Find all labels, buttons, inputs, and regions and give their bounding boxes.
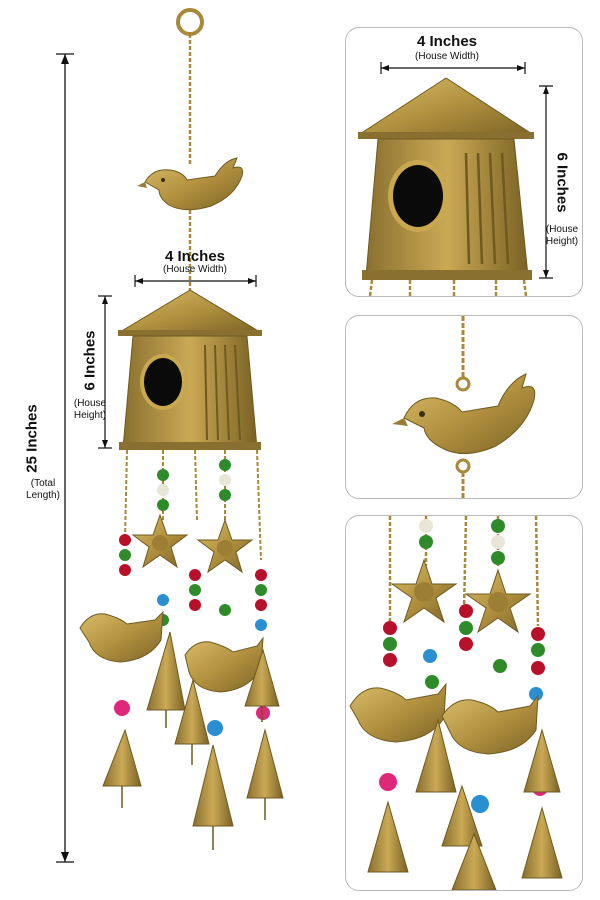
bells-detail-panel	[345, 515, 583, 891]
total-length-value: 25 Inches	[23, 404, 41, 473]
detail-height-sub: (House	[545, 224, 579, 235]
bird-detail-image	[392, 316, 536, 498]
detail-height-value: 6 Inches	[553, 152, 571, 213]
detail-width-arrow	[379, 62, 527, 74]
main-height-arrow	[98, 294, 112, 450]
detail-width-value: 4 Inches	[416, 33, 478, 50]
main-width-value: 4 Inches	[164, 248, 226, 265]
total-length-sub2: Length)	[26, 490, 60, 501]
detail-height-arrow	[539, 84, 553, 280]
main-height-value: 6 Inches	[81, 330, 99, 391]
bells-detail-image	[349, 516, 563, 890]
total-length-sub: (Total	[30, 478, 56, 489]
house-detail-panel: 4 Inches (House Width) 6 Inches (House H…	[345, 27, 583, 297]
main-width-sub: (House Width)	[163, 264, 227, 275]
house-detail-image	[358, 77, 534, 296]
total-length-dimension	[50, 52, 80, 864]
total-length-label: 25 Inches (Total Length)	[10, 390, 70, 510]
bird-detail-panel	[345, 315, 583, 499]
main-width-arrow	[133, 275, 258, 287]
total-length-arrow	[56, 53, 74, 863]
detail-height-sub2: Height)	[545, 236, 579, 247]
wind-chime-main-image	[75, 0, 325, 900]
detail-width-sub: (House Width)	[415, 51, 479, 62]
main-height-sub: (House	[73, 398, 107, 409]
main-height-sub2: Height)	[73, 410, 107, 421]
